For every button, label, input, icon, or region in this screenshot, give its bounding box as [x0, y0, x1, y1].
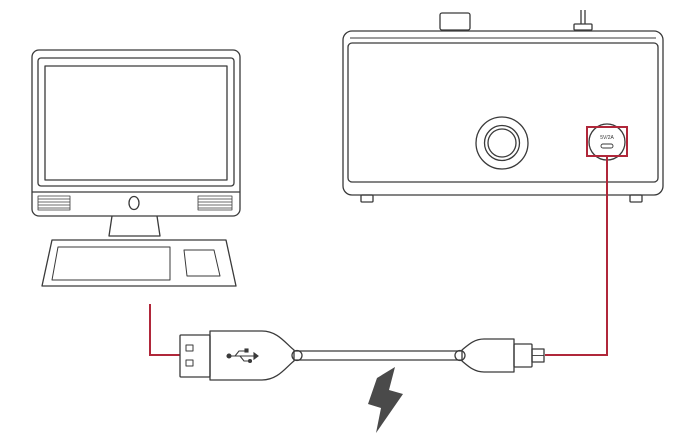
usb-a-body: [209, 330, 295, 381]
dc-power-port: [588, 123, 626, 161]
monitor-stand: [108, 215, 161, 237]
usb-symbol-icon: [226, 348, 259, 364]
tuning-knob: [439, 12, 471, 31]
device-body: [342, 30, 664, 196]
usb-a-plug: [179, 334, 211, 378]
device-foot-left: [360, 194, 374, 203]
monitor-screen: [44, 65, 228, 181]
device-connection-line: [545, 156, 608, 356]
device-foot-right: [629, 194, 643, 203]
control-knob: [475, 116, 529, 170]
lightning-bolt-icon: [368, 367, 403, 433]
top-switch: [573, 10, 593, 31]
left-speaker-grille: [37, 195, 71, 211]
cable-wire: [294, 350, 462, 361]
device-panel: [347, 42, 659, 183]
monitor-bezel: [37, 57, 235, 187]
usb-cable-icon: [179, 330, 545, 381]
device-plug-tip: [513, 343, 545, 368]
desktop-computer-icon: [31, 49, 241, 287]
device-plug-body: [461, 338, 515, 373]
monitor-power-button: [128, 195, 140, 211]
keyboard: [41, 239, 237, 287]
right-speaker-grille: [197, 195, 233, 211]
computer-connection-line: [149, 304, 180, 356]
connection-lines: [149, 156, 608, 356]
monitor-frame: [31, 49, 241, 217]
trackpad: [183, 249, 221, 277]
radio-device-icon: [342, 10, 664, 203]
port-label: 5V/2A: [600, 135, 614, 141]
